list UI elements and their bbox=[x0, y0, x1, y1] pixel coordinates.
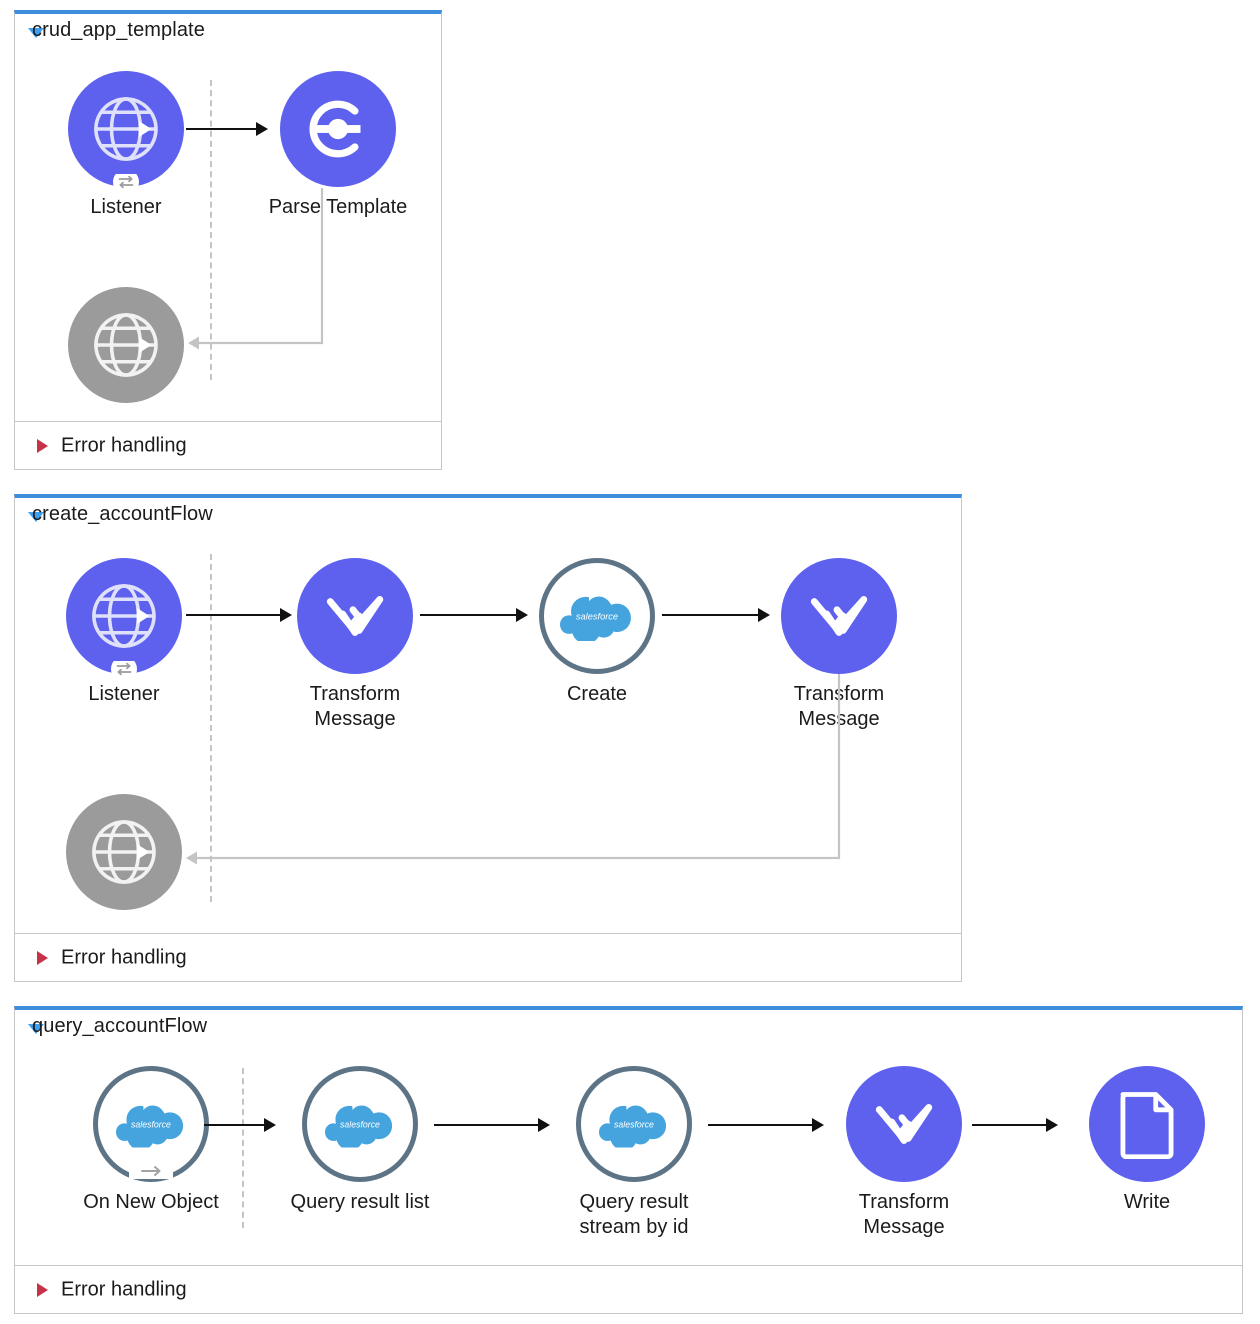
node-icon-disc: salesforce bbox=[302, 1066, 418, 1182]
flow-title: crud_app_template bbox=[32, 19, 205, 41]
connector-arrowhead bbox=[280, 608, 292, 622]
node-query-result-stream[interactable]: salesforce Query result stream by id bbox=[546, 1066, 722, 1240]
node-query-result-list[interactable]: salesforce Query result list bbox=[272, 1066, 448, 1215]
node-icon-disc bbox=[846, 1066, 962, 1182]
node-listener[interactable]: Listener bbox=[52, 71, 200, 220]
http-listener-icon bbox=[89, 92, 163, 166]
http-listener-icon bbox=[87, 579, 161, 653]
node-icon-disc: salesforce bbox=[576, 1066, 692, 1182]
error-handling-label: Error handling bbox=[61, 434, 187, 456]
node-label: Listener bbox=[90, 196, 162, 218]
flow-crud-app-template: crud_app_template bbox=[14, 10, 442, 470]
node-label: Listener bbox=[88, 683, 160, 705]
arrow-right-badge-icon bbox=[129, 1163, 173, 1183]
source-process-divider bbox=[210, 554, 212, 902]
node-listener[interactable]: Listener bbox=[50, 558, 198, 707]
source-process-divider bbox=[242, 1068, 244, 1228]
salesforce-wordmark: salesforce bbox=[131, 1120, 171, 1130]
source-process-divider bbox=[210, 80, 212, 380]
exchange-badge-icon bbox=[109, 174, 143, 196]
flow-query-account: query_accountFlow salesforce bbox=[14, 1006, 1243, 1314]
error-handling-bar[interactable]: Error handling bbox=[14, 422, 442, 470]
connector-arrowhead bbox=[256, 122, 268, 136]
connector-arrow-line bbox=[662, 614, 760, 616]
connector-arrow-line bbox=[972, 1124, 1048, 1126]
flow-title: query_accountFlow bbox=[32, 1015, 208, 1037]
chevron-right-icon[interactable] bbox=[37, 951, 48, 965]
salesforce-cloud-icon: salesforce bbox=[325, 1101, 395, 1148]
file-document-icon bbox=[1116, 1089, 1178, 1159]
node-label: Query result stream by id bbox=[579, 1191, 689, 1238]
node-label: Write bbox=[1123, 1191, 1171, 1213]
connector-arrow-line bbox=[434, 1124, 540, 1126]
connector-arrow-line bbox=[186, 128, 258, 130]
node-listener-response[interactable] bbox=[52, 287, 200, 403]
connector-arrowhead bbox=[516, 608, 528, 622]
flow-create-account: create_accountFlow bbox=[14, 494, 962, 982]
salesforce-wordmark: salesforce bbox=[340, 1120, 380, 1130]
error-handling-label: Error handling bbox=[61, 1278, 187, 1300]
connector-arrowhead bbox=[758, 608, 770, 622]
node-label: Transform Message bbox=[793, 683, 885, 730]
node-icon-disc bbox=[781, 558, 897, 674]
error-handling-bar[interactable]: Error handling bbox=[14, 934, 962, 982]
dataweave-icon bbox=[806, 583, 872, 649]
salesforce-cloud-icon: salesforce bbox=[116, 1101, 186, 1148]
node-label: On New Object bbox=[83, 1191, 219, 1213]
dataweave-icon bbox=[322, 583, 388, 649]
connector-arrowhead bbox=[1046, 1118, 1058, 1132]
chevron-down-icon[interactable] bbox=[28, 1024, 44, 1034]
flow-title: create_accountFlow bbox=[32, 503, 213, 525]
node-label: Transform Message bbox=[309, 683, 401, 730]
node-label: Parse Template bbox=[268, 196, 408, 218]
node-icon-disc bbox=[68, 287, 184, 403]
node-icon-disc bbox=[68, 71, 184, 195]
parse-template-icon bbox=[302, 93, 374, 165]
chevron-right-icon[interactable] bbox=[37, 1283, 48, 1297]
http-listener-icon bbox=[89, 308, 163, 382]
chevron-right-icon[interactable] bbox=[37, 439, 48, 453]
connector-arrow-line bbox=[204, 1124, 266, 1126]
node-icon-disc: salesforce bbox=[539, 558, 655, 674]
salesforce-cloud-icon: salesforce bbox=[560, 591, 634, 641]
node-icon-disc bbox=[297, 558, 413, 674]
salesforce-cloud-icon: salesforce bbox=[599, 1101, 669, 1148]
node-parse-template[interactable]: Parse Template bbox=[264, 71, 412, 220]
node-write[interactable]: Write bbox=[1070, 1066, 1224, 1215]
error-handling-label: Error handling bbox=[61, 946, 187, 968]
node-create[interactable]: salesforce Create bbox=[526, 558, 668, 707]
node-label: Transform Message bbox=[858, 1191, 950, 1238]
connector-arrowhead bbox=[538, 1118, 550, 1132]
http-listener-icon bbox=[87, 815, 161, 889]
node-transform-message-2[interactable]: Transform Message bbox=[768, 558, 910, 732]
node-label: Query result list bbox=[290, 1191, 430, 1213]
node-label: Create bbox=[566, 683, 628, 705]
salesforce-wordmark: salesforce bbox=[614, 1120, 654, 1130]
node-icon-disc bbox=[280, 71, 396, 187]
chevron-down-icon[interactable] bbox=[28, 512, 44, 522]
connector-arrowhead bbox=[812, 1118, 824, 1132]
error-handling-bar[interactable]: Error handling bbox=[14, 1266, 1243, 1314]
node-transform-message[interactable]: Transform Message bbox=[822, 1066, 986, 1240]
node-icon-disc: salesforce bbox=[93, 1066, 209, 1182]
exchange-badge-icon bbox=[107, 661, 141, 683]
connector-arrow-line bbox=[186, 614, 282, 616]
node-on-new-object[interactable]: salesforce On New Object bbox=[68, 1066, 234, 1215]
salesforce-wordmark: salesforce bbox=[576, 612, 618, 622]
node-icon-disc bbox=[1089, 1066, 1205, 1182]
dataweave-icon bbox=[871, 1091, 937, 1157]
connector-arrowhead bbox=[264, 1118, 276, 1132]
node-listener-response[interactable] bbox=[50, 794, 198, 910]
connector-arrow-line bbox=[708, 1124, 814, 1126]
connector-arrow-line bbox=[420, 614, 518, 616]
node-icon-disc bbox=[66, 794, 182, 910]
node-transform-message-1[interactable]: Transform Message bbox=[284, 558, 426, 732]
node-icon-disc bbox=[66, 558, 182, 682]
chevron-down-icon[interactable] bbox=[28, 28, 44, 38]
